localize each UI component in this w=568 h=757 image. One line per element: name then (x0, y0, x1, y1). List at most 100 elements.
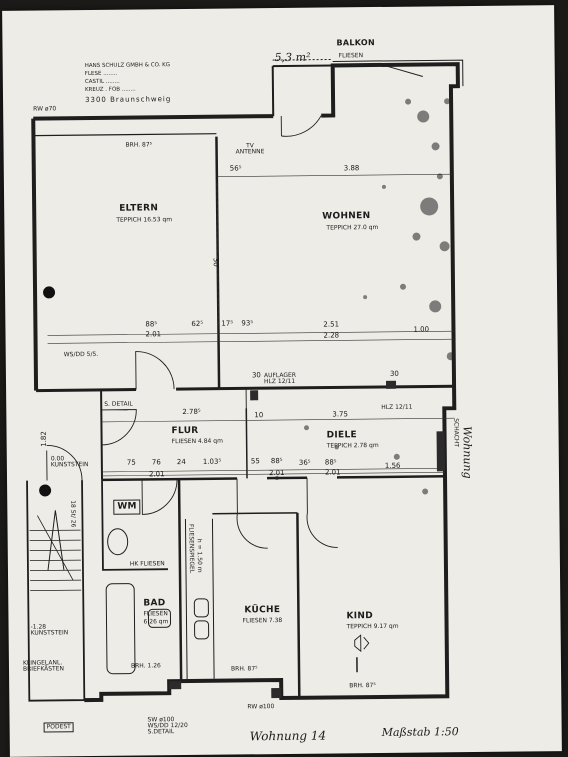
address-line-1: HANS SCHULZ GMBH & CO. KG (84, 62, 171, 70)
wall-diele-bottom (179, 475, 446, 481)
address-line-2: FLESE ........ (84, 70, 118, 78)
dim-156: 1.56 (384, 461, 401, 470)
sw-bottom-label: SW ø100 WS/DD 12/20 S.DETAIL (147, 716, 188, 736)
door-flur (101, 409, 137, 446)
dim-30-vert: 30 (211, 257, 220, 267)
bathtub (105, 583, 136, 675)
schacht-label: SCHACHT (452, 418, 460, 448)
dim-line-diele2 (101, 471, 445, 477)
address-line-3: CASTIL ........ (84, 78, 120, 86)
room-diele-floor: TEPPICH 2.78 qm (326, 441, 379, 450)
toilet (107, 528, 129, 556)
dim-201c: 2.01 (268, 468, 285, 478)
s-detail-label: S. DETAIL (104, 400, 133, 408)
pillar-2 (386, 380, 397, 389)
auflager-label: AUFLAGER HLZ 12/11 (263, 371, 297, 386)
dim-365: 36⁵ (298, 458, 311, 467)
wall-wm (101, 479, 168, 571)
door-eltern (135, 351, 175, 390)
door-kind (306, 477, 338, 548)
door-wm (141, 479, 178, 515)
dim-885c: 88⁵ (324, 458, 337, 467)
header-city: 3300 Braunschweig (85, 95, 172, 105)
wall-kitchen-top (212, 512, 298, 515)
stair-diagonal (37, 515, 74, 581)
outer-wall (33, 62, 460, 703)
door-entry (46, 445, 83, 481)
dim-175: 17⁵ (221, 319, 234, 328)
dim-2785: 2.78⁵ (182, 407, 201, 417)
podest-label: PODEST (43, 722, 74, 733)
dim-line-flur (101, 417, 455, 423)
dim-201b: 2.01 (148, 470, 165, 479)
fliesenspiegel-height: h = 1.50 m (195, 538, 204, 573)
dim-388: 3.88 (343, 164, 360, 173)
room-kueche-name: KÜCHE (244, 605, 281, 616)
dim-201d: 2.01 (324, 468, 341, 477)
room-eltern-floor: TEPPICH 16.53 qm (116, 216, 173, 224)
dim-24: 24 (176, 458, 186, 467)
klingel-label: KLINGELANL. BRIEFKÄSTEN (22, 659, 65, 673)
pillar-1 (250, 390, 259, 401)
room-bad-name: BAD (143, 598, 166, 609)
pillar-3 (436, 431, 445, 472)
room-bad-area: 6.26 qm (143, 618, 169, 626)
wall-eltern-bottom (36, 387, 220, 393)
room-wm-name: WM (113, 499, 141, 515)
room-flur-floor: FLIESEN 4.84 qm (171, 437, 223, 446)
kitchen-sink-1 (193, 598, 209, 618)
room-wohnen-name: WOHNEN (322, 211, 371, 222)
ws-dd-top: WS/DD 5/5. (63, 350, 99, 359)
kunststein-bottom: -1.28 KUNSTSTEIN (30, 623, 69, 637)
washbasin (147, 608, 172, 628)
tv-antenne-label: TV ANTENNE (235, 142, 265, 156)
dim-885b: 88⁵ (270, 456, 283, 466)
stairwell-outline (26, 480, 86, 702)
dim-251: 2.51 (323, 320, 340, 329)
dim-line-vert (216, 183, 219, 329)
handwritten-wohnung: Wohnung 14 (249, 728, 327, 744)
balcony-rail (271, 64, 333, 117)
address-line-4: KREUZ . FOB ........ (84, 86, 136, 94)
brh-kind: BRH. 87⁵ (349, 682, 376, 690)
wall-flur-left (100, 389, 104, 480)
fliesenspiegel-label: FLIESENSPIEGEL (187, 523, 196, 574)
balcony-line (332, 59, 464, 87)
stairwell-steps (29, 529, 82, 592)
rw-bottom-label: RW ø100 (247, 703, 275, 711)
brh-bad: BRH. 1.26 (130, 662, 161, 670)
balcony-area: 5,3 m² (274, 50, 311, 65)
hlz-label: HLZ 12/11 (381, 403, 413, 411)
dim-935: 93⁵ (241, 319, 254, 328)
door-kueche (236, 478, 268, 549)
rw-top-label: RW ø70 (33, 105, 57, 113)
kitchen-sink-2 (194, 620, 210, 640)
dim-182: 1.82 (39, 431, 48, 447)
outer-wall-left (31, 118, 39, 391)
dim-201a: 2.01 (145, 330, 162, 339)
handwritten-massstab: Maßstab 1:50 (381, 725, 459, 739)
room-diele-name: DIELE (326, 430, 357, 441)
room-flur-name: FLUR (171, 425, 199, 437)
wall-bath-kitchen (177, 479, 183, 682)
dim-line-mid1 (47, 330, 454, 336)
dim-55: 55 (250, 457, 260, 466)
dim-line-mid2 (47, 338, 454, 344)
scan-noise (275, 98, 455, 495)
balcony-arrow (382, 64, 423, 77)
dim-30a: 30 (251, 371, 261, 380)
kunststein-top: 0.00 KUNSTSTEIN (50, 455, 89, 469)
wall-kitchen-kind (296, 512, 301, 698)
dim-1035: 1.03⁵ (202, 457, 222, 466)
hk-fliesen-label: HK FLIESEN (129, 560, 165, 568)
wall-wohnen-bottom (219, 384, 455, 391)
dim-76: 76 (151, 458, 161, 467)
dim-885: 88⁵ (145, 320, 158, 329)
dim-10: 10 (254, 411, 264, 420)
dim-375: 3.75 (332, 410, 348, 419)
wall-fliesenspiegel (184, 518, 215, 680)
wall-eltern-top (33, 133, 217, 137)
room-eltern-name: ELTERN (119, 203, 159, 214)
brh-eltern: BRH. 87⁵ (125, 141, 153, 149)
floor-plan-drawing (26, 58, 464, 703)
